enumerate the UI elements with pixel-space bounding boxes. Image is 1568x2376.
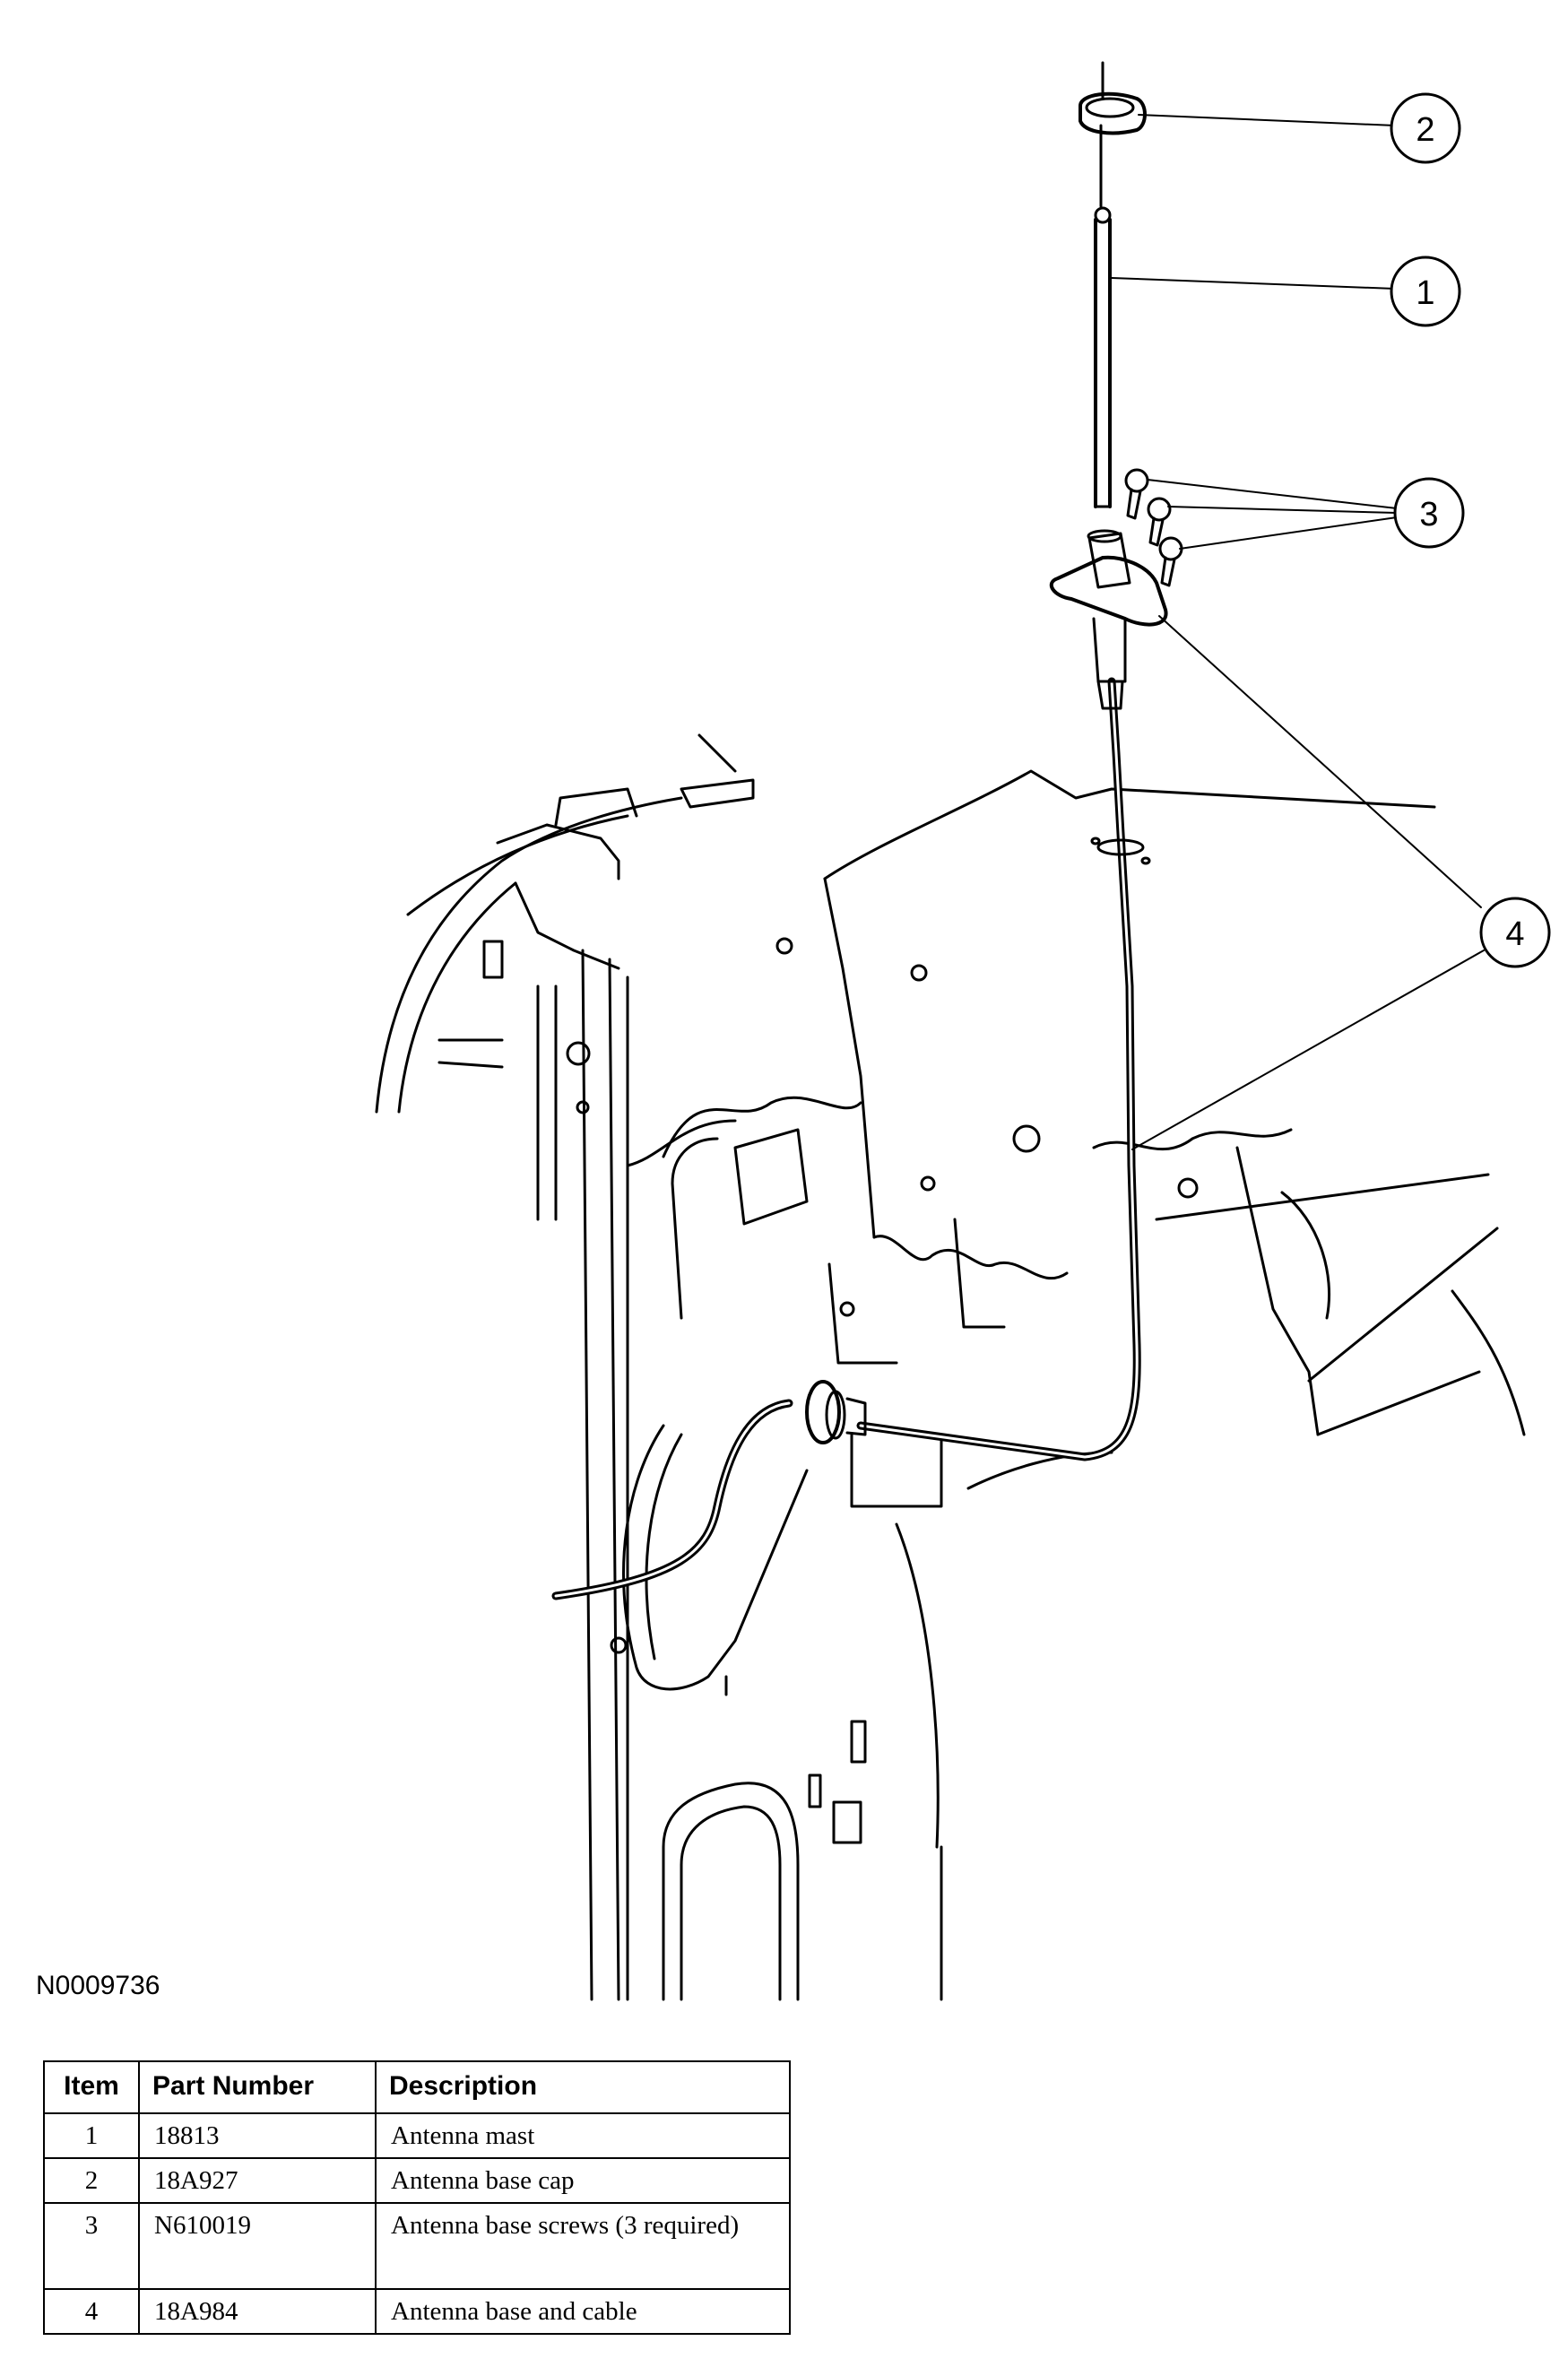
header-item: Item xyxy=(43,2060,140,2114)
svg-text:3: 3 xyxy=(1419,496,1438,533)
antenna-base-screws xyxy=(1124,468,1183,587)
row-item: 1 xyxy=(43,2112,140,2159)
antenna-mast xyxy=(1094,61,1112,508)
row-description: Antenna mast xyxy=(375,2112,791,2159)
row-part-number: 18A927 xyxy=(138,2157,377,2204)
callout-2: 2 xyxy=(1390,92,1461,164)
row-description: Antenna base cap xyxy=(375,2157,791,2204)
header-description: Description xyxy=(375,2060,791,2114)
row-part-number: N610019 xyxy=(138,2202,377,2290)
row-item: 3 xyxy=(43,2202,140,2290)
leader-lines xyxy=(1111,114,1485,1150)
table-row: 1 18813 Antenna mast xyxy=(43,2112,791,2159)
table-row: 2 18A927 Antenna base cap xyxy=(43,2157,791,2204)
row-part-number: 18813 xyxy=(138,2112,377,2159)
row-item: 4 xyxy=(43,2288,140,2335)
parts-table: Item Part Number Description 1 18813 Ant… xyxy=(43,2060,791,2335)
row-item: 2 xyxy=(43,2157,140,2204)
row-description: Antenna base screws (3 required) xyxy=(375,2202,791,2290)
row-part-number: 18A984 xyxy=(138,2288,377,2335)
header-part-number: Part Number xyxy=(138,2060,377,2114)
row-description: Antenna base and cable xyxy=(375,2288,791,2335)
table-row: 4 18A984 Antenna base and cable xyxy=(43,2288,791,2335)
svg-text:2: 2 xyxy=(1416,111,1434,149)
antenna-exploded-diagram: 2 1 3 4 xyxy=(375,61,1551,2001)
callout-3: 3 xyxy=(1393,477,1465,549)
antenna-base xyxy=(1049,529,1168,710)
vehicle-body-panel xyxy=(375,733,1526,2001)
callout-4: 4 xyxy=(1479,897,1551,968)
svg-text:4: 4 xyxy=(1505,915,1524,953)
callout-1: 1 xyxy=(1390,256,1461,327)
svg-text:1: 1 xyxy=(1416,274,1434,312)
antenna-cable xyxy=(551,677,1151,1600)
figure-id: N0009736 xyxy=(36,1971,160,2000)
table-header-row: Item Part Number Description xyxy=(43,2060,791,2114)
table-row: 3 N610019 Antenna base screws (3 require… xyxy=(43,2202,791,2290)
antenna-base-cap xyxy=(1079,91,1147,135)
